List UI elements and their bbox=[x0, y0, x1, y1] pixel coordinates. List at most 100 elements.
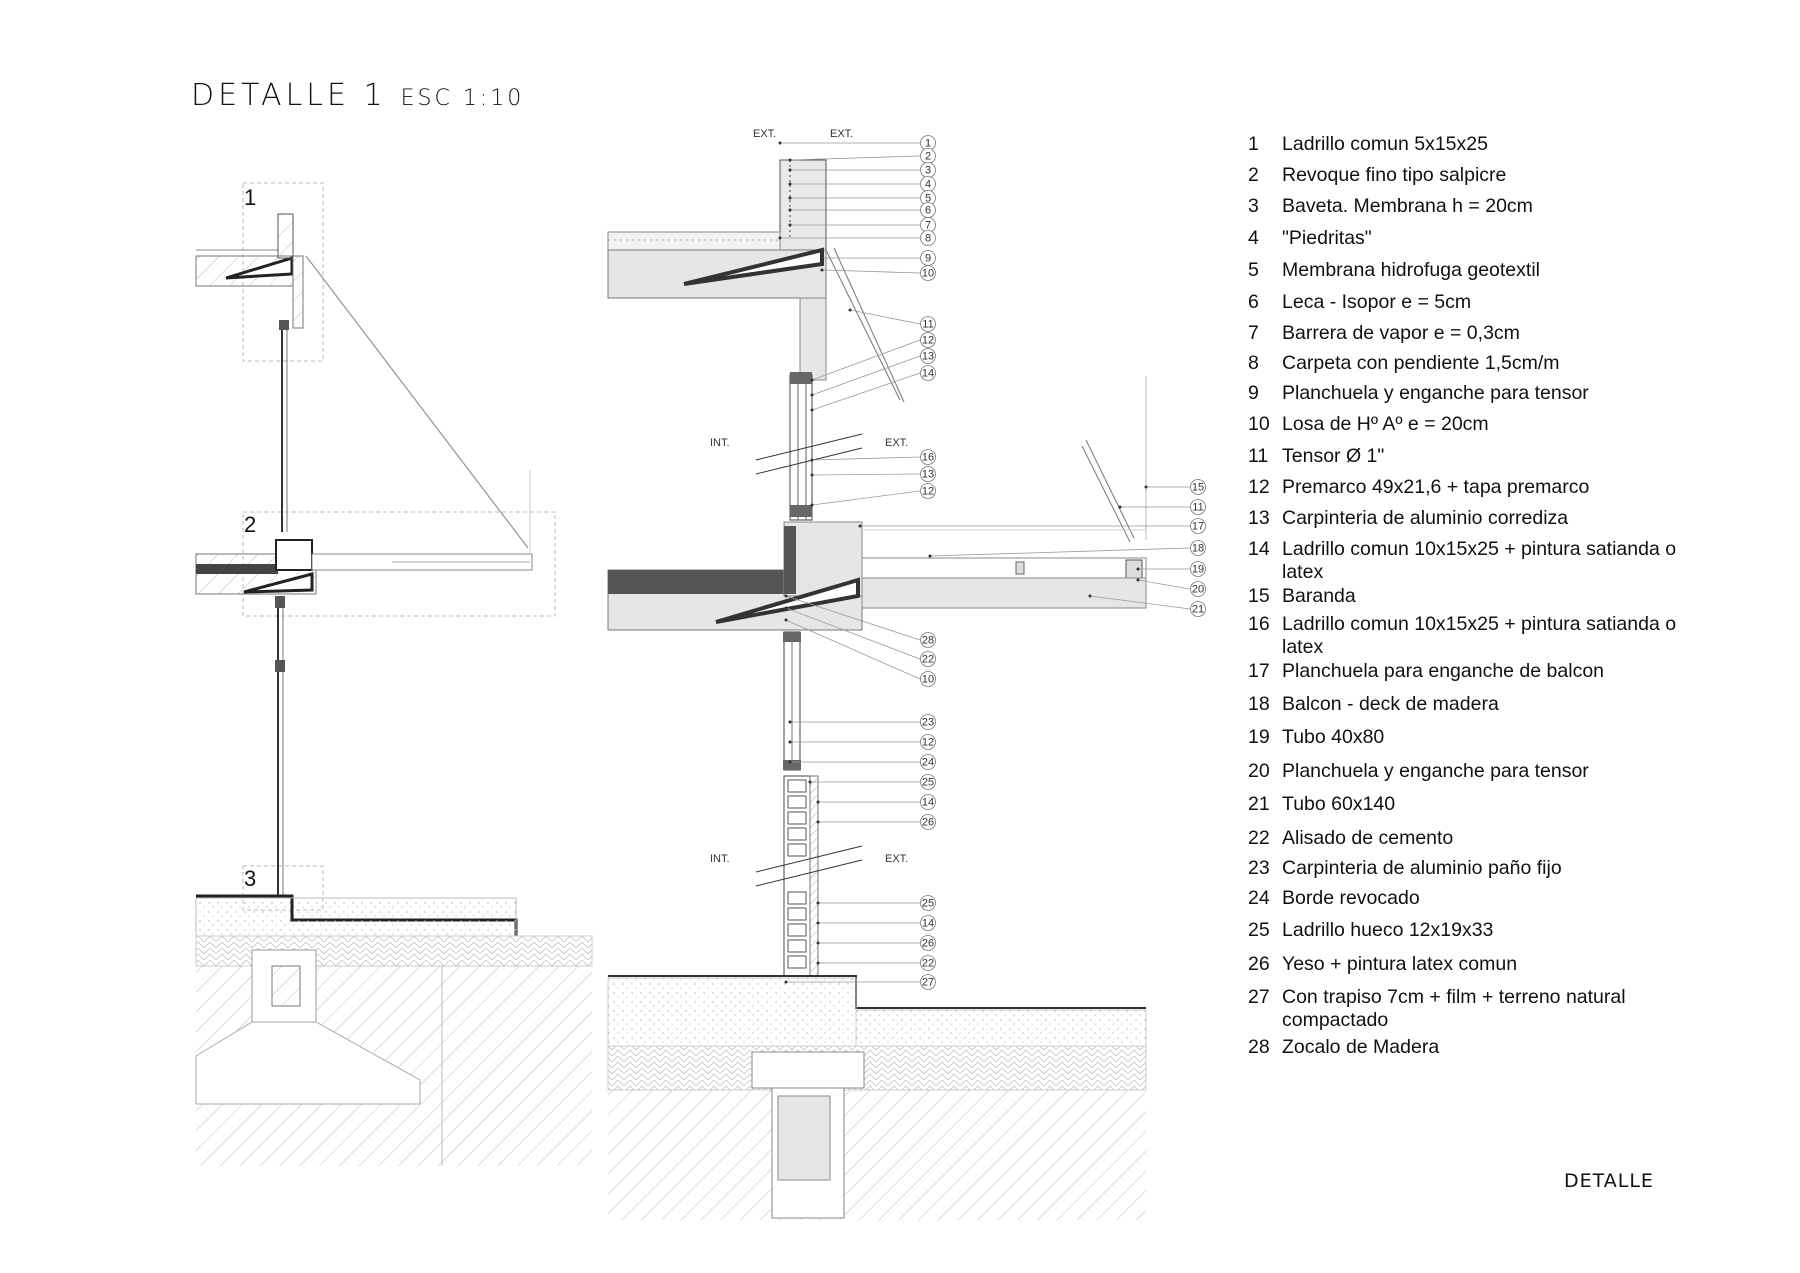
callout-tag: 12 bbox=[810, 483, 936, 507]
callout-number: 26 bbox=[922, 938, 934, 950]
legend-text: Planchuela y enganche para tensor bbox=[1282, 382, 1589, 404]
callout-tag: 14 bbox=[816, 915, 936, 931]
legend-number: 25 bbox=[1248, 919, 1270, 941]
legend-number: 18 bbox=[1248, 693, 1270, 715]
callout-point bbox=[820, 268, 824, 272]
callout-point bbox=[848, 308, 852, 312]
brick-wall bbox=[783, 775, 819, 977]
callout-number: 6 bbox=[925, 205, 931, 217]
callout-tag: 22 bbox=[816, 955, 936, 971]
legend-item: 6 Leca - Isopor e = 5cm bbox=[1248, 291, 1688, 314]
callout-tag: 26 bbox=[816, 814, 936, 830]
callout-number: 11 bbox=[1192, 502, 1203, 514]
callout-number: 27 bbox=[922, 977, 934, 989]
callout-bubble bbox=[920, 774, 936, 790]
label-int-lower: INT. bbox=[710, 853, 730, 865]
legend-number: 7 bbox=[1248, 322, 1259, 344]
label-ext-a: EXT. bbox=[753, 128, 776, 140]
callout-bubble bbox=[920, 230, 936, 246]
callout-point bbox=[1144, 485, 1148, 489]
callout-point bbox=[784, 594, 788, 598]
callout-tag: 10 bbox=[784, 618, 936, 687]
callout-tag: 17 bbox=[858, 518, 1206, 534]
callout-bubble bbox=[920, 483, 936, 499]
callout-bubble bbox=[1190, 601, 1206, 617]
legend-number: 6 bbox=[1248, 291, 1259, 313]
callout-tag: 16 bbox=[810, 449, 936, 465]
legend-text: Ladrillo hueco 12x19x33 bbox=[1282, 919, 1494, 941]
callout-number: 26 bbox=[922, 817, 934, 829]
legend-number: 20 bbox=[1248, 760, 1270, 782]
legend-number: 16 bbox=[1248, 613, 1270, 635]
callout-leader bbox=[785, 607, 921, 660]
callout-number: 18 bbox=[1192, 543, 1204, 555]
key-marker-2: 2 bbox=[244, 512, 256, 537]
callout-point bbox=[1136, 567, 1140, 571]
callout-leader bbox=[811, 355, 921, 396]
callout-point bbox=[784, 606, 788, 610]
callout-bubble bbox=[1190, 518, 1206, 534]
callout-bubble bbox=[920, 734, 936, 750]
callout-point bbox=[1118, 505, 1122, 509]
legend-text: Yeso + pintura latex comun bbox=[1282, 953, 1518, 975]
callout-point bbox=[816, 941, 820, 945]
callout-number: 14 bbox=[922, 368, 934, 380]
callout-bubble bbox=[920, 895, 936, 911]
legend-number: 10 bbox=[1248, 413, 1270, 435]
callout-bubble bbox=[920, 714, 936, 730]
callout-number: 22 bbox=[922, 958, 934, 970]
callout-point bbox=[778, 236, 782, 240]
legend-text: Zocalo de Madera bbox=[1282, 1036, 1440, 1058]
callout-number: 4 bbox=[925, 179, 931, 191]
legend-text: Ladrillo comun 5x15x25 bbox=[1282, 133, 1488, 155]
callout-number: 10 bbox=[922, 674, 934, 686]
label-ext-lower: EXT. bbox=[885, 853, 908, 865]
callout-number: 3 bbox=[925, 165, 931, 177]
callout-leader bbox=[789, 155, 921, 161]
callout-number: 16 bbox=[922, 452, 934, 464]
legend-number: 17 bbox=[1248, 660, 1270, 682]
legend-text: Tubo 40x80 bbox=[1282, 726, 1385, 748]
callout-point bbox=[788, 168, 792, 172]
legend-number: 14 bbox=[1248, 538, 1270, 560]
callout-bubble bbox=[1190, 561, 1206, 577]
callout-bubble bbox=[920, 265, 936, 281]
callout-tag: 21 bbox=[1088, 594, 1206, 617]
legend-text: Premarco 49x21,6 + tapa premarco bbox=[1282, 476, 1590, 498]
callout-number: 12 bbox=[922, 737, 934, 749]
callout-number: 17 bbox=[1192, 521, 1204, 533]
label-ext-upper: EXT. bbox=[885, 437, 908, 449]
legend-text: Leca - Isopor e = 5cm bbox=[1282, 291, 1472, 313]
callout-point bbox=[810, 473, 814, 477]
label-int-upper: INT. bbox=[710, 437, 730, 449]
legend-item: 4"Piedritas" bbox=[1248, 227, 1688, 250]
callout-number: 12 bbox=[922, 335, 934, 347]
callout-point bbox=[810, 393, 814, 397]
legend-text: Planchuela para enganche de balcon bbox=[1282, 660, 1605, 682]
callout-bubble bbox=[920, 974, 936, 990]
legend-number: 2 bbox=[1248, 164, 1259, 186]
callout-number: 2 bbox=[925, 151, 931, 163]
callout-bubble bbox=[920, 955, 936, 971]
callout-tag: 7 bbox=[788, 217, 936, 233]
callout-leader bbox=[1137, 579, 1191, 590]
callout-bubble bbox=[920, 466, 936, 482]
legend-number: 19 bbox=[1248, 726, 1270, 748]
key-marker-3: 3 bbox=[244, 866, 256, 891]
callout-bubble bbox=[920, 794, 936, 810]
legend-number: 1 bbox=[1248, 133, 1259, 155]
callout-tag: 9 bbox=[820, 250, 936, 266]
callout-point bbox=[788, 720, 792, 724]
callout-point bbox=[788, 223, 792, 227]
callout-number: 14 bbox=[922, 918, 934, 930]
callout-number: 23 bbox=[922, 717, 934, 729]
callout-tag: 26 bbox=[816, 935, 936, 951]
